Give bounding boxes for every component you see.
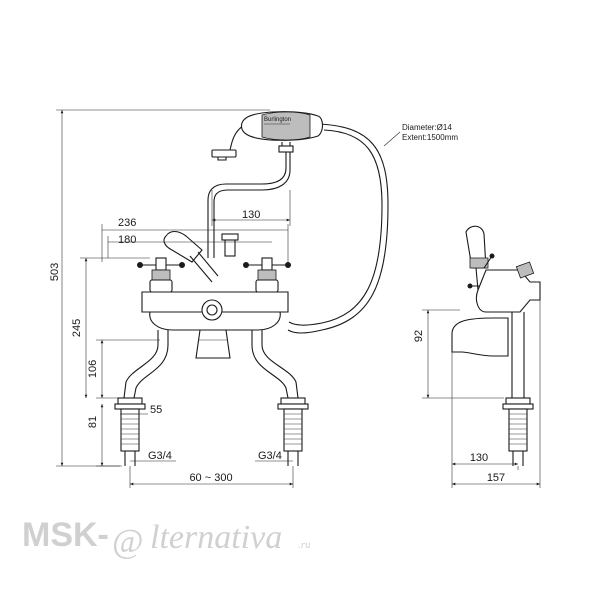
diverter-knob (221, 233, 239, 257)
svg-text:503: 503 (49, 263, 61, 281)
dimension-width-130-top: 130 (211, 190, 291, 226)
svg-text:130: 130 (470, 452, 488, 464)
svg-text:106: 106 (87, 360, 99, 378)
svg-text:245: 245 (71, 319, 83, 337)
svg-text:G3/4: G3/4 (258, 450, 282, 462)
svg-text:92: 92 (413, 330, 425, 342)
dimension-width-236: 236 (101, 217, 289, 262)
svg-text:G3/4: G3/4 (148, 450, 172, 462)
dimension-height-81: 81 (87, 404, 122, 467)
mixer-legs (123, 330, 299, 399)
svg-text:55: 55 (150, 404, 162, 416)
mixer-body (141, 291, 289, 359)
thread-labels: G3/4 G3/4 (130, 450, 293, 462)
dimension-width-180: 180 (107, 234, 272, 258)
watermark-logo: MSK- @ lternativa .ru (22, 516, 311, 560)
dimension-side-width-130: 130 (451, 352, 519, 488)
dimension-height-106: 106 (87, 339, 160, 399)
handset-cradle (207, 142, 294, 258)
svg-text:236: 236 (118, 217, 136, 229)
svg-text:lternativa: lternativa (150, 519, 282, 556)
svg-text:130: 130 (242, 209, 260, 221)
svg-text:.ru: .ru (298, 539, 311, 551)
svg-text:81: 81 (87, 416, 99, 428)
svg-text:Diameter:Ø14: Diameter:Ø14 (402, 123, 452, 132)
svg-text:157: 157 (487, 472, 505, 484)
dimension-height-245: 245 (71, 257, 150, 398)
dimension-side-height-92: 92 (413, 309, 504, 399)
svg-text:@: @ (112, 523, 143, 560)
shower-hose (287, 123, 389, 334)
svg-text:180: 180 (118, 234, 136, 246)
shower-handset: Burlington (211, 111, 324, 161)
lever-handle (163, 230, 219, 283)
handset-brand: Burlington (264, 117, 291, 123)
right-tail (277, 397, 309, 466)
right-crosshead-handle (243, 257, 291, 293)
svg-text:60 ~ 300: 60 ~ 300 (189, 472, 232, 484)
svg-text:Extent:1500mm: Extent:1500mm (402, 133, 458, 142)
dimension-height-total: 503 (49, 109, 270, 467)
dimension-width-55: 55 (120, 404, 162, 416)
hose-annotation: Diameter:Ø14 Extent:1500mm (383, 123, 458, 147)
left-tail (114, 397, 146, 466)
side-view: 92 130 157 (413, 225, 541, 488)
front-view: Burlington (49, 109, 458, 488)
dimension-side-width-157: 157 (452, 300, 541, 488)
svg-text:MSK-: MSK- (22, 516, 109, 554)
left-crosshead-handle (137, 257, 185, 293)
dimension-centres: 60 ~ 300 (129, 466, 294, 488)
